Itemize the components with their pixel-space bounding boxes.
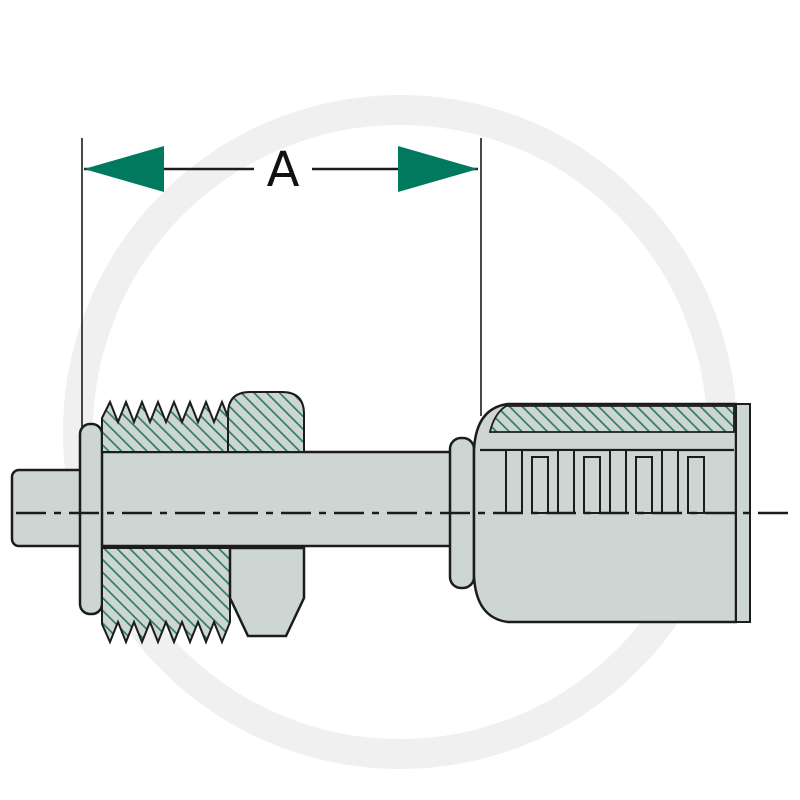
hex-nut-bottom: [228, 546, 306, 638]
crimp-serration-bar: [687, 456, 705, 514]
washer-flange: [78, 422, 104, 616]
crimp-serration-bar: [661, 449, 679, 514]
dimension-arrowhead-left: [84, 146, 164, 192]
crimp-serration-bar: [557, 449, 575, 514]
crimp-serration-bar: [505, 449, 523, 514]
hex-nut-top-section: [227, 391, 305, 453]
dimension-arrowhead-right: [398, 146, 478, 192]
crimp-serration-bar: [583, 456, 601, 514]
male-thread-top-section: [101, 399, 231, 453]
dimension-annotation: A: [81, 138, 482, 464]
fitting-body-barrel: [94, 450, 460, 548]
crimp-serration-bar: [609, 449, 627, 514]
dimension-label: A: [267, 142, 300, 198]
fitting-drawing: [10, 391, 788, 645]
male-thread-bottom-section: [101, 547, 231, 645]
ferrule-hatch-band: [488, 405, 735, 433]
crimp-serration-bar: [635, 456, 653, 514]
crimp-serration-bar: [531, 456, 549, 514]
